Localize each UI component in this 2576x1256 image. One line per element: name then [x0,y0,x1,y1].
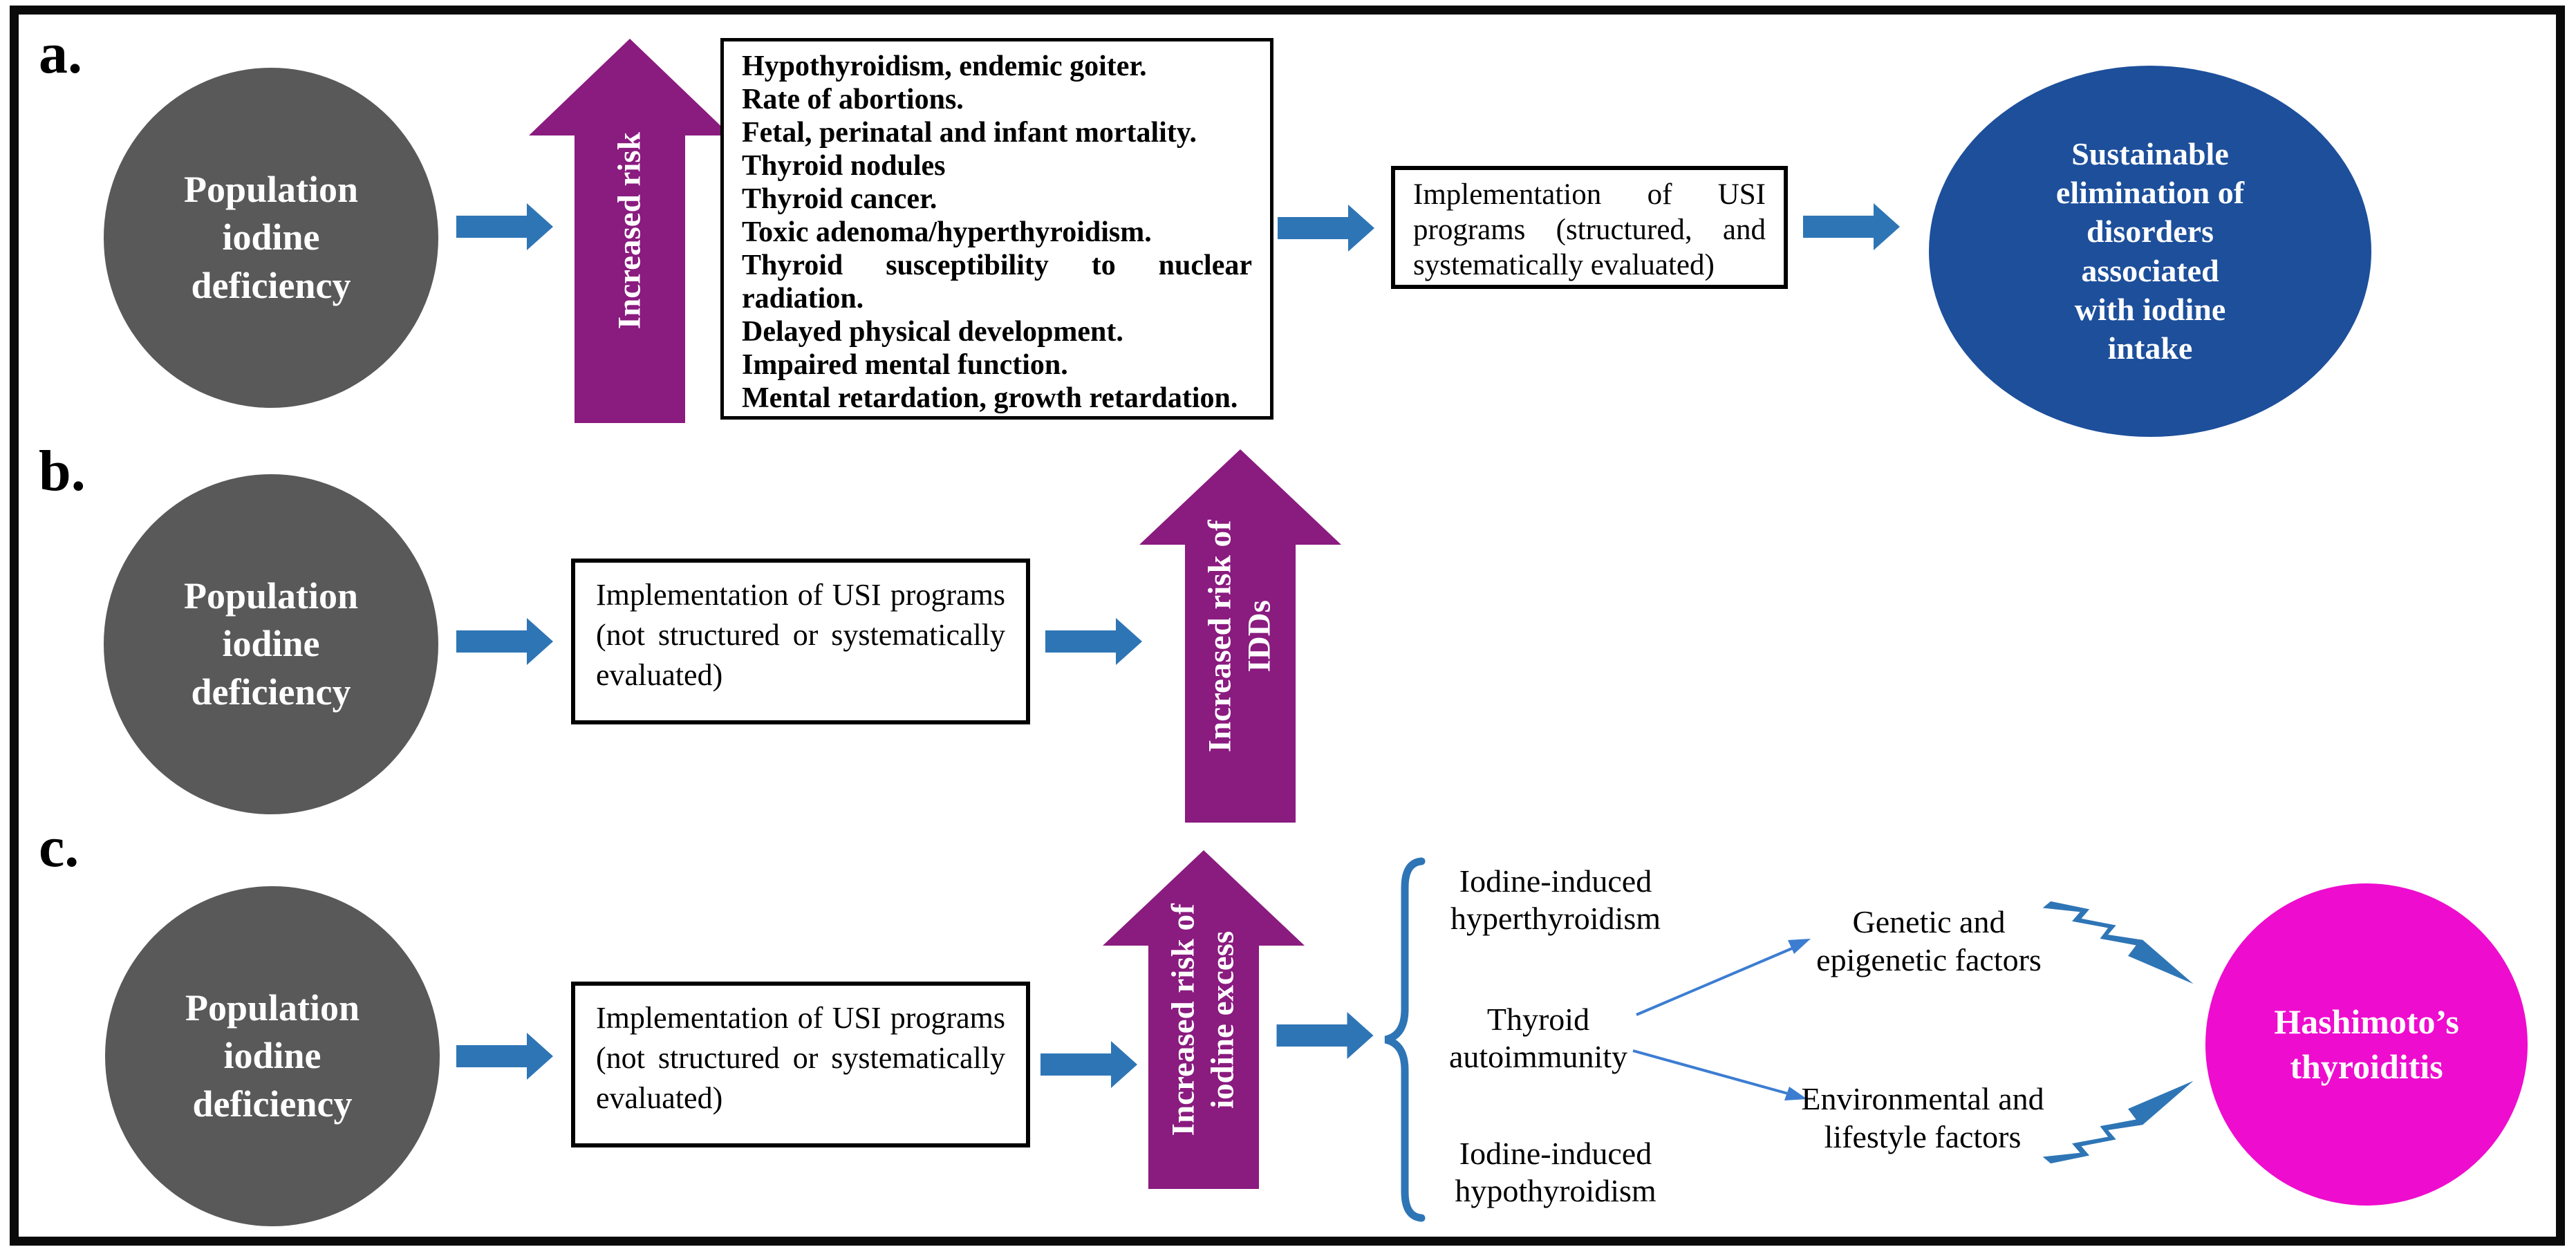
disorders-list-box: Hypothyroidism, endemic goiter. Rate of … [720,38,1273,420]
hashimotos-thyroiditis-text: Hashimoto’s thyroiditis [2274,1002,2459,1086]
panel-c-label: c. [39,815,80,879]
increased-risk-up-arrow-icon-a [529,39,731,423]
usi-unstructured-line: (not structured or systematically [596,1041,1005,1075]
figure-border [10,6,2565,1246]
population-iodine-deficiency-circle-a: Population iodine deficiency [104,68,438,408]
increased-risk-label-wrap-a: Increased risk [529,39,731,423]
sustainable-elimination-circle: Sustainable elimination of disorders ass… [1929,66,2371,437]
disorder-line: Toxic adenoma/hyperthyroidism. [742,216,1152,248]
sustainable-elimination-text: Sustainable elimination of disorders ass… [2055,136,2245,366]
lightning-bolt-icon-top [2038,899,2201,992]
flow-arrow-icon-c3 [1276,1011,1376,1060]
thin-arrow-icon-to-genetic [1635,935,1815,1019]
increased-risk-iodine-excess-label-wrap: Increased risk of iodine excess [1103,850,1305,1189]
increased-risk-iodine-excess-label: Increased risk of iodine excess [1165,903,1241,1136]
disorder-line: Thyroid nodules [742,150,946,182]
usi-unstructured-line: (not structured or systematically [596,618,1005,652]
environmental-lifestyle-factors-text: Environmental and lifestyle factors [1801,1081,2044,1154]
flow-arrow-icon-a3 [1803,202,1901,252]
usi-structured-line: programs (structured, and [1413,214,1766,246]
usi-unstructured-box-c: Implementation of USI programs (not stru… [571,982,1030,1147]
panel-b-label: b. [39,439,86,503]
increased-risk-label-a: Increased risk [611,132,648,330]
hashimotos-thyroiditis-circle: Hashimoto’s thyroiditis [2205,883,2528,1206]
usi-structured-line: Implementation of USI [1413,178,1766,211]
usi-structured-box: Implementation of USI programs (structur… [1391,166,1788,289]
disorder-line: Impaired mental function. [742,349,1068,381]
genetic-epigenetic-factors-text: Genetic and epigenetic factors [1816,904,2042,977]
flow-arrow-icon-a1 [456,202,554,252]
flow-arrow-icon-c2 [1040,1040,1139,1089]
curly-brace-icon [1380,857,1428,1222]
panel-a-label: a. [39,21,82,86]
outcome-iodine-induced-hypothyroidism: Iodine-induced hypothyroidism [1455,1136,1656,1208]
increased-risk-idds-label-wrap: Increased risk of IDDs [1139,449,1341,823]
population-iodine-deficiency-circle-b: Population iodine deficiency [104,474,438,814]
disorder-line: radiation. [742,283,864,315]
population-iodine-deficiency-text-b: Population iodine deficiency [183,575,359,713]
disorder-line: Thyroid susceptibility to nuclear [742,250,1252,281]
population-iodine-deficiency-text-a: Population iodine deficiency [183,169,359,306]
flow-arrow-icon-b2 [1045,617,1144,666]
outcome-iodine-induced-hyperthyroidism: Iodine-induced hyperthyroidism [1450,863,1661,936]
disorder-line: Thyroid cancer. [742,183,937,215]
increased-risk-idds-label: Increased risk of IDDs [1202,520,1278,752]
thin-arrow-icon-to-environmental [1632,1045,1811,1109]
flow-arrow-icon-b1 [456,617,554,666]
disorder-line: Fetal, perinatal and infant mortality. [742,117,1197,149]
population-iodine-deficiency-circle-c: Population iodine deficiency [105,886,440,1226]
flow-arrow-icon-a2 [1278,203,1376,253]
disorder-line: Delayed physical development. [742,316,1123,348]
disorder-line: Rate of abortions. [742,84,964,115]
usi-unstructured-line: Implementation of USI programs [596,578,1005,612]
increased-risk-idds-up-arrow-icon [1139,449,1341,823]
usi-unstructured-line: evaluated) [596,1081,723,1115]
usi-unstructured-line: Implementation of USI programs [596,1001,1005,1035]
disorder-line: Mental retardation, growth retardation. [742,382,1238,414]
population-iodine-deficiency-text-c: Population iodine deficiency [185,987,360,1125]
increased-risk-iodine-excess-up-arrow-icon [1103,850,1305,1189]
usi-structured-line: systematically evaluated) [1413,249,1715,281]
flow-arrow-icon-c1 [456,1031,554,1081]
lightning-bolt-icon-bottom [2038,1073,2201,1166]
usi-unstructured-box-b: Implementation of USI programs (not stru… [571,559,1030,724]
disorder-line: Hypothyroidism, endemic goiter. [742,50,1147,82]
usi-unstructured-line: evaluated) [596,658,723,692]
outcome-thyroid-autoimmunity: Thyroid autoimmunity [1448,1002,1628,1074]
